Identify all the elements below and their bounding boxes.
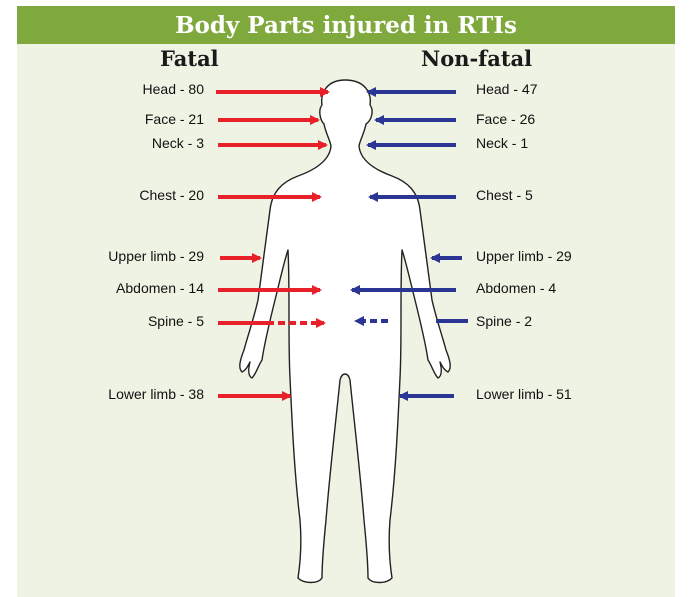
fatal-label-abdomen: Abdomen - 14 (116, 280, 204, 296)
fatal-label-spine: Spine - 5 (148, 313, 204, 329)
non-fatal-label-upper-limb: Upper limb - 29 (476, 248, 572, 264)
fatal-label-lower-limb: Lower limb - 38 (108, 386, 204, 402)
fatal-label-chest: Chest - 20 (139, 187, 204, 203)
non-fatal-label-head: Head - 47 (476, 81, 538, 97)
fatal-label-head: Head - 80 (143, 81, 205, 97)
fatal-label-neck: Neck - 3 (152, 135, 204, 151)
fatal-label-upper-limb: Upper limb - 29 (108, 248, 204, 264)
non-fatal-label-abdomen: Abdomen - 4 (476, 280, 556, 296)
non-fatal-label-chest: Chest - 5 (476, 187, 533, 203)
non-fatal-label-lower-limb: Lower limb - 51 (476, 386, 572, 402)
non-fatal-label-spine: Spine - 2 (476, 313, 532, 329)
fatal-label-face: Face - 21 (145, 111, 204, 127)
non-fatal-label-neck: Neck - 1 (476, 135, 528, 151)
human-body-outline (240, 80, 450, 583)
non-fatal-label-face: Face - 26 (476, 111, 535, 127)
